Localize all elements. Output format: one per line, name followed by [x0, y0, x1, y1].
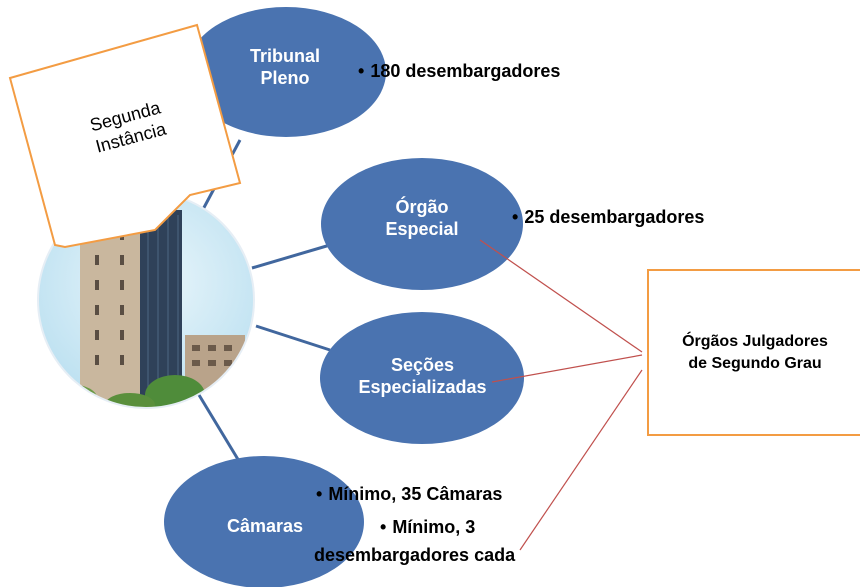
- connector-camaras: [194, 389, 244, 467]
- red-line-orgao: [479, 239, 643, 353]
- red-line-camaras: [519, 369, 643, 551]
- node-secoes-especializadas: [320, 312, 524, 444]
- connector-secoes: [255, 324, 331, 352]
- camaras-bullet-2-cont: desembargadores cada: [314, 545, 516, 565]
- box-orgaos-julgadores: [647, 269, 860, 436]
- secoes-especializadas-label: Seções Especializadas: [358, 355, 487, 397]
- red-lines: [479, 239, 643, 551]
- red-line-secoes: [491, 354, 643, 383]
- callout-segunda-instancia: [8, 23, 242, 249]
- node-orgao-especial: [321, 158, 523, 290]
- camaras-label: Câmaras: [226, 516, 304, 536]
- tribunal-pleno-label: Tribunal Pleno: [249, 46, 320, 88]
- orgao-bullet: •25 desembargadores: [512, 207, 705, 227]
- camaras-bullet-1: •Mínimo, 35 Câmaras: [316, 484, 503, 504]
- connector-orgao: [251, 243, 331, 270]
- camaras-bullet-2: •Mínimo, 3: [380, 517, 476, 537]
- node-tribunal-pleno: [186, 7, 386, 137]
- node-camaras: [164, 456, 364, 587]
- orgao-especial-label: Órgão Especial: [385, 197, 459, 239]
- pleno-bullet: •180 desembargadores: [358, 61, 561, 81]
- orgaos-julgadores-text: Órgãos Julgadores de Segundo Grau: [682, 333, 828, 372]
